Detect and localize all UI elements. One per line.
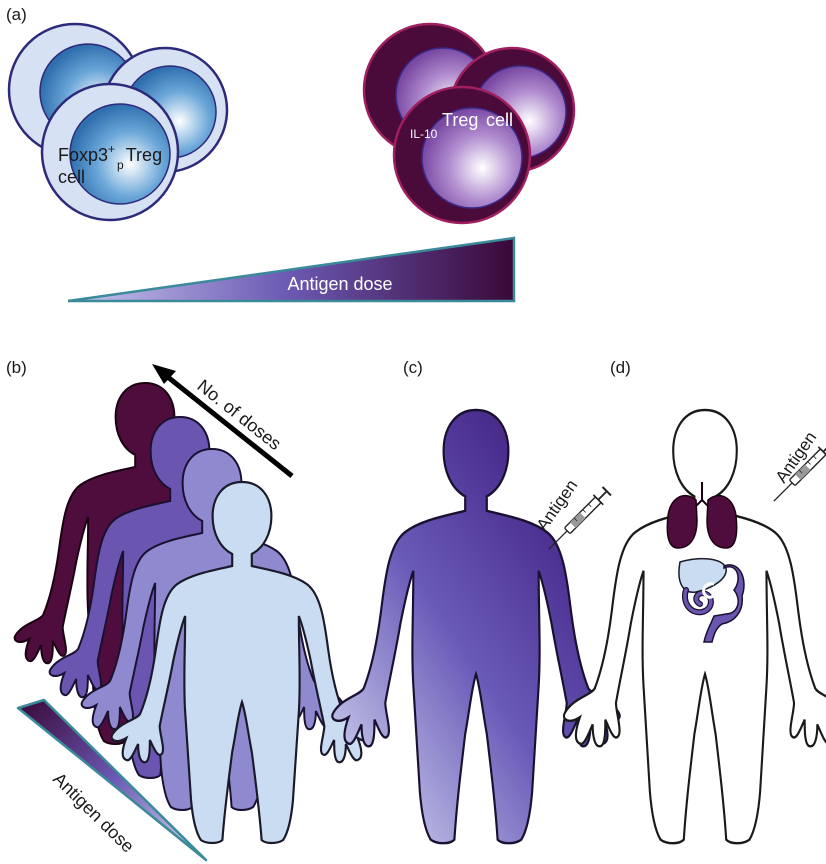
il10-prefix-label: IL-10 <box>410 127 438 141</box>
antigen-dose-wedge-a: Antigen dose <box>68 238 514 301</box>
panel-label-c: (c) <box>403 358 423 377</box>
il10-treg-label: Treg <box>442 110 478 130</box>
il10-cell-front <box>394 87 530 223</box>
foxp3-cell-word: cell <box>58 167 85 187</box>
il10-treg-cluster: IL-10 Treg cell <box>364 24 574 223</box>
figure-gradient-body <box>332 410 619 843</box>
antigen-dose-label-a: Antigen dose <box>287 274 392 294</box>
panel-label-d: (d) <box>610 358 631 377</box>
panel-label-a: (a) <box>6 5 27 24</box>
il10-cell-label: cell <box>486 110 513 130</box>
syringe-d: Antigen <box>769 428 826 506</box>
panel-label-b: (b) <box>6 358 27 377</box>
